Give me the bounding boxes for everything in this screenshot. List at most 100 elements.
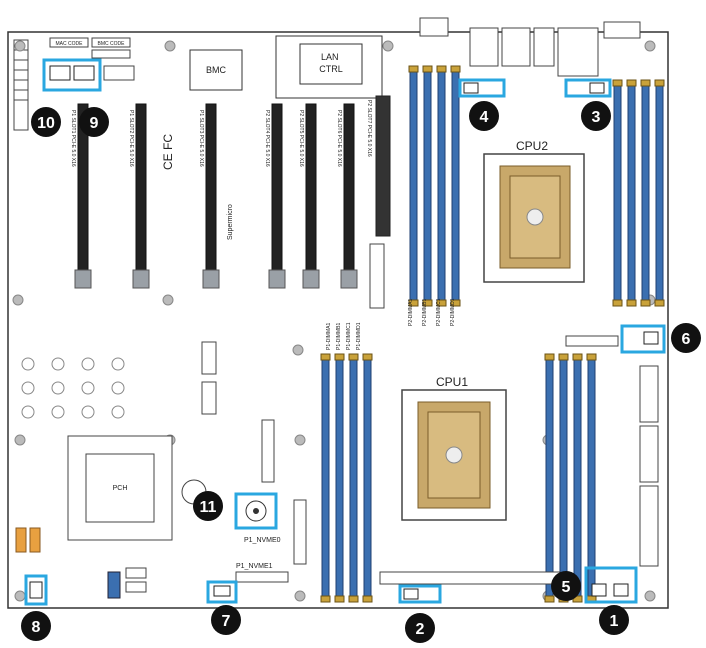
cpu1-left-dimm-1	[334, 353, 345, 603]
fan-header-2-highlight	[398, 584, 442, 604]
callout-markers: 1 2 3 4 5 6 7 8 9 10 11	[21, 101, 701, 643]
pcie-slot-label: P1 SLOT1 PCI-E 5.0 X16	[70, 110, 76, 167]
mac-code-label: MAC CODE	[56, 41, 84, 47]
pcie-slot-label: P2 SLOT6 PCI-E 5.0 X16	[336, 110, 342, 167]
fan-header-8-highlight	[24, 574, 48, 606]
cpu1-right-dimm-1	[558, 353, 569, 603]
cpu1-left-dimm-3	[362, 353, 373, 603]
power-connectors	[379, 335, 659, 585]
dimm-slots	[320, 65, 665, 603]
dimm-label: P1-DIMMB1	[336, 323, 342, 350]
pcie-slot-label: P1 SLOT2 PCI-E 5.0 X16	[128, 110, 134, 167]
cpu2-label: CPU2	[516, 139, 548, 153]
heatsink-hole	[111, 357, 125, 371]
cpu1-socket: CPU1	[401, 375, 507, 521]
sata-connectors	[15, 527, 147, 599]
callout-11: 11	[193, 491, 223, 521]
bmc-label: BMC	[206, 65, 227, 75]
mounting-hole	[12, 294, 24, 306]
callout-number: 5	[562, 579, 571, 596]
dimm-label: P2-DIMMC1	[436, 298, 442, 326]
dimm-label: P2-DIMMB1	[422, 299, 428, 326]
cpu1-right-dimm-0	[544, 353, 555, 603]
callout-number: 10	[37, 115, 55, 132]
cpu1-left-dimm-2	[348, 353, 359, 603]
dimm-label: P1-DIMMD1	[356, 322, 362, 350]
fan-header-10-9-highlight	[42, 58, 102, 92]
cpu2-right-dimm-1	[626, 79, 637, 307]
pcie-s4: P2 SLOT4 PCI-E 5.0 X16	[264, 103, 286, 289]
callout-2: 2	[405, 613, 435, 643]
callout-number: 8	[32, 619, 41, 636]
pcie-slot-label: P2 SLOT5 PCI-E 5.0 X16	[298, 110, 304, 167]
fan-header-6-highlight	[620, 324, 666, 354]
rear-io	[419, 17, 641, 77]
ce-fc-mark: CE FC	[161, 134, 175, 170]
pcie-s1: P1 SLOT1 PCI-E 5.0 X16	[70, 103, 92, 289]
dimm-labels: P2-DIMMA1 P2-DIMMB1 P2-DIMMC1 P2-DIMMD1P1-D…	[326, 298, 456, 350]
bmc-chip: BMC	[189, 49, 243, 91]
dimm-label: P2-DIMMD1	[450, 298, 456, 326]
cpu2-left-dimm-3	[450, 65, 461, 307]
heatsink-holes	[21, 357, 125, 419]
callout-number: 4	[480, 109, 489, 126]
callout-4: 4	[469, 101, 499, 131]
heatsink-hole	[51, 405, 65, 419]
mounting-hole	[164, 40, 176, 52]
callout-6: 6	[671, 323, 701, 353]
fan-header-3-highlight	[564, 78, 612, 98]
mounting-hole	[644, 590, 656, 602]
fan-header-1-5-highlight	[584, 566, 638, 604]
heatsink-hole	[21, 357, 35, 371]
heatsink-hole	[81, 357, 95, 371]
callout-number: 3	[592, 109, 601, 126]
m2-connectors	[201, 341, 307, 565]
bmc-code-label: BMC CODE	[98, 41, 126, 47]
supermicro-logo: Supermicro	[227, 204, 234, 240]
pcie-s5: P2 SLOT5 PCI-E 5.0 X16	[298, 103, 320, 289]
pcie-s3: P1 SLOT3 PCI-E 5.0 X16	[198, 103, 220, 289]
pcie-s6: P2 SLOT6 PCI-E 5.0 X16	[336, 103, 358, 289]
heatsink-hole	[21, 381, 35, 395]
pch-chip: PCH	[67, 435, 173, 541]
cpu1-right-dimm-2	[572, 353, 583, 603]
callout-number: 11	[200, 499, 217, 516]
cpu2-right-dimm-3	[654, 79, 665, 307]
callout-10: 10	[31, 107, 61, 137]
cpu1-right-dimm-3	[586, 353, 597, 603]
p1-nvme1-label: P1_NVME1	[236, 563, 273, 570]
cpu2-left-dimm-1	[422, 65, 433, 307]
pcie-slot-label: P2 SLOT4 PCI-E 5.0 X16	[264, 110, 270, 167]
cpu1-left-dimm-0	[320, 353, 331, 603]
mounting-hole	[14, 434, 26, 446]
cpu2-right-dimm-0	[612, 79, 623, 307]
callout-number: 2	[416, 621, 425, 638]
cpu1-label: CPU1	[436, 375, 468, 389]
dimm-label: P1-DIMMC1	[346, 322, 352, 350]
cpu2-right-dimm-2	[640, 79, 651, 307]
callout-number: 9	[90, 115, 99, 132]
callout-1: 1	[599, 605, 629, 635]
dimm-label: P2-DIMMA1	[408, 299, 414, 326]
heatsink-hole	[51, 357, 65, 371]
mounting-hole	[382, 40, 394, 52]
pcie-slot-label: P1 SLOT3 PCI-E 5.0 X16	[198, 110, 204, 167]
mounting-hole	[14, 40, 26, 52]
p1-nvme0-label: P1_NVME0	[244, 537, 281, 544]
callout-9: 9	[79, 107, 109, 137]
heatsink-hole	[21, 405, 35, 419]
fan-header-4-highlight	[458, 78, 506, 98]
lan-ctrl-chip: LAN CTRL	[275, 35, 383, 99]
callout-number: 6	[682, 331, 691, 348]
fan-header-7-highlight	[206, 580, 238, 604]
cpu2-socket: CPU2	[483, 139, 585, 283]
pcie-slots: P1 SLOT1 PCI-E 5.0 X16 P1 SLOT2 PCI-E 5.0…	[70, 100, 372, 289]
mounting-hole	[294, 434, 306, 446]
callout-8: 8	[21, 611, 51, 641]
callout-number: 7	[222, 613, 231, 630]
heatsink-hole	[81, 381, 95, 395]
heatsink-hole	[111, 405, 125, 419]
pcie-s2: P1 SLOT2 PCI-E 5.0 X16	[128, 103, 150, 289]
dimm-label: P1-DIMMA1	[326, 323, 332, 350]
